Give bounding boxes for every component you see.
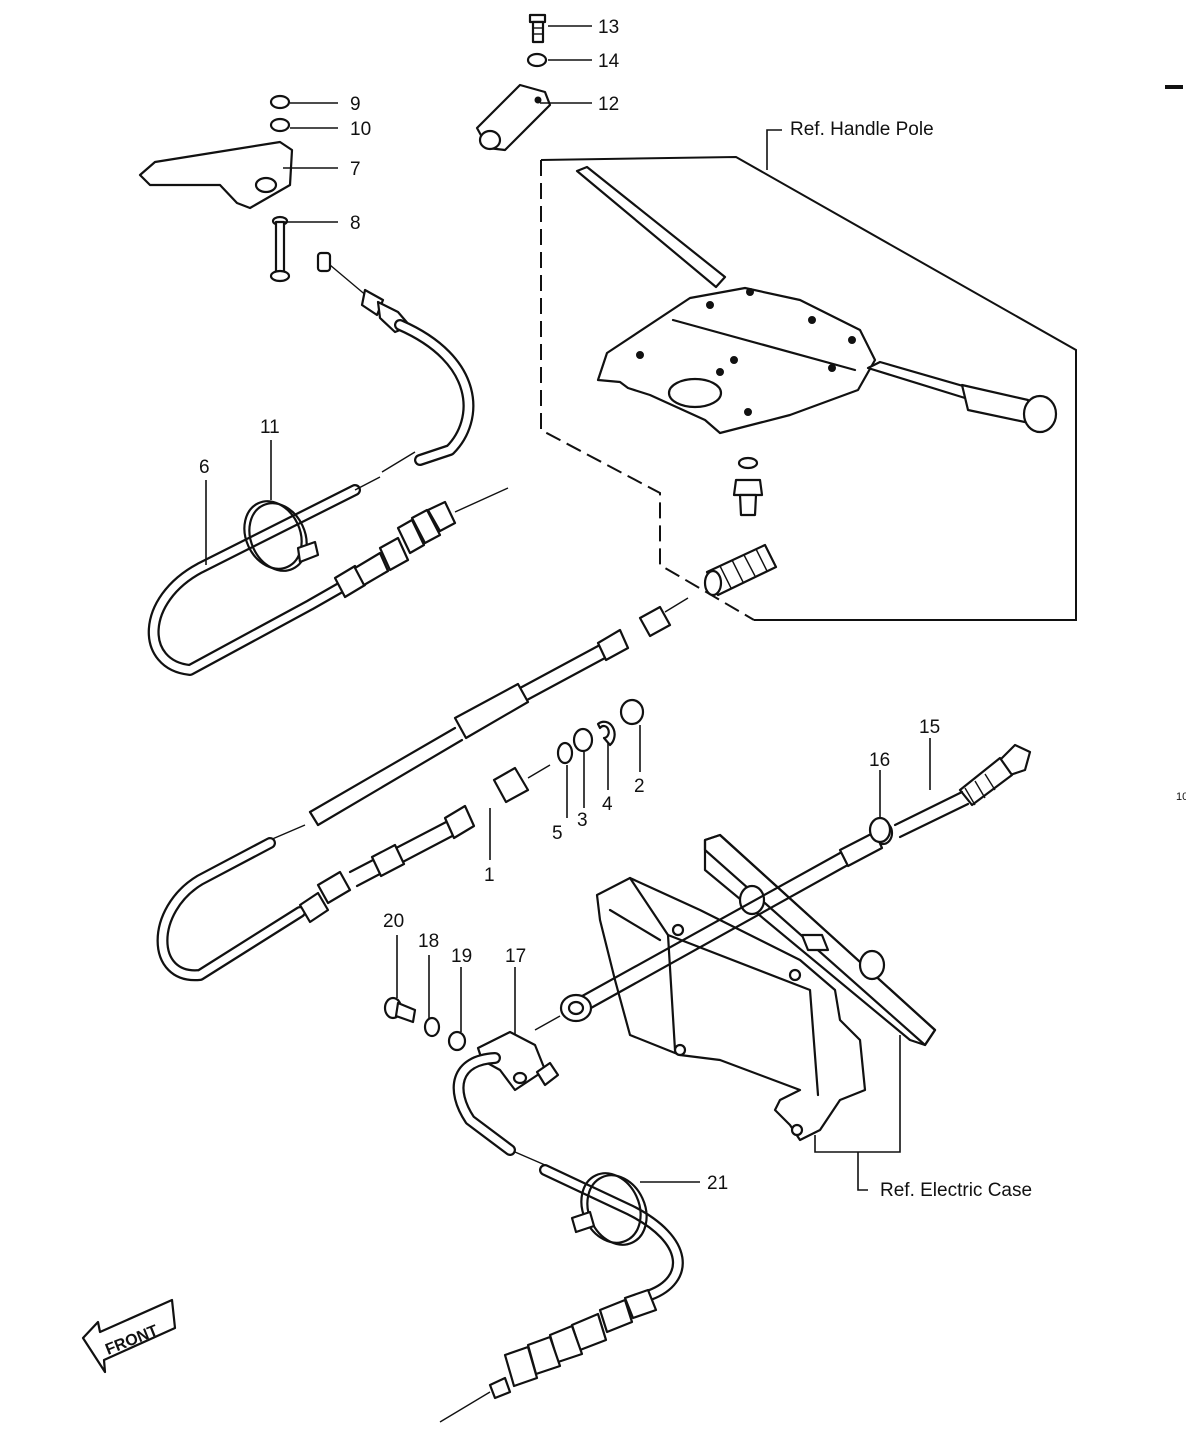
part-3-washer — [572, 727, 594, 753]
part-6-cable — [147, 251, 509, 676]
part-9-nut — [269, 94, 291, 110]
label-19: 19 — [451, 946, 472, 967]
label-21: 21 — [707, 1173, 728, 1194]
label-2: 2 — [634, 776, 645, 797]
part-number-labels: 13 14 12 9 10 7 8 11 6 5 3 4 2 1 16 15 2… — [199, 17, 940, 1194]
label-8: 8 — [350, 213, 361, 234]
part-10-washer — [269, 117, 291, 133]
part-7-bracket — [138, 140, 294, 210]
part-18-washer — [423, 1016, 441, 1038]
label-11: 11 — [260, 417, 280, 438]
ref-handle-pole-label: Ref. Handle Pole — [790, 119, 934, 140]
part-14-nut — [526, 52, 548, 68]
label-20: 20 — [383, 911, 404, 932]
part-13-screw — [528, 13, 547, 44]
part-21-band — [570, 1172, 648, 1246]
label-1: 1 — [484, 865, 495, 886]
part-5-ring — [556, 741, 574, 765]
label-4: 4 — [602, 794, 613, 815]
part-8-pin — [269, 215, 291, 283]
label-18: 18 — [418, 931, 439, 952]
part-19-washer — [447, 1030, 467, 1052]
part-11-band — [243, 500, 320, 572]
part-20-bolt — [383, 996, 417, 1024]
electric-case-group — [595, 833, 937, 1191]
part-2-nut — [619, 698, 645, 726]
label-3: 3 — [577, 810, 588, 831]
ref-electric-case-label: Ref. Electric Case — [880, 1180, 1032, 1201]
part-16-grommet — [868, 816, 892, 844]
part-21-cable — [439, 1052, 684, 1423]
front-arrow-icon: FRONT — [81, 1298, 177, 1374]
handle-pole-group — [540, 129, 1077, 621]
part-4-lockwasher — [596, 720, 616, 747]
page-edge-number: 10 — [1176, 791, 1186, 803]
leader-lines — [205, 25, 931, 1183]
part-12-clamp — [475, 83, 552, 152]
part-1-cable — [156, 597, 689, 982]
label-5: 5 — [552, 823, 563, 844]
label-17: 17 — [505, 946, 526, 967]
label-7: 7 — [350, 159, 361, 180]
label-15: 15 — [919, 717, 940, 738]
label-13: 13 — [598, 17, 619, 38]
label-10: 10 — [350, 119, 371, 140]
label-6: 6 — [199, 457, 210, 478]
label-16: 16 — [869, 750, 890, 771]
label-9: 9 — [350, 94, 361, 115]
label-12: 12 — [598, 94, 619, 115]
page-edge-mark — [1165, 85, 1183, 89]
label-14: 14 — [598, 51, 620, 72]
